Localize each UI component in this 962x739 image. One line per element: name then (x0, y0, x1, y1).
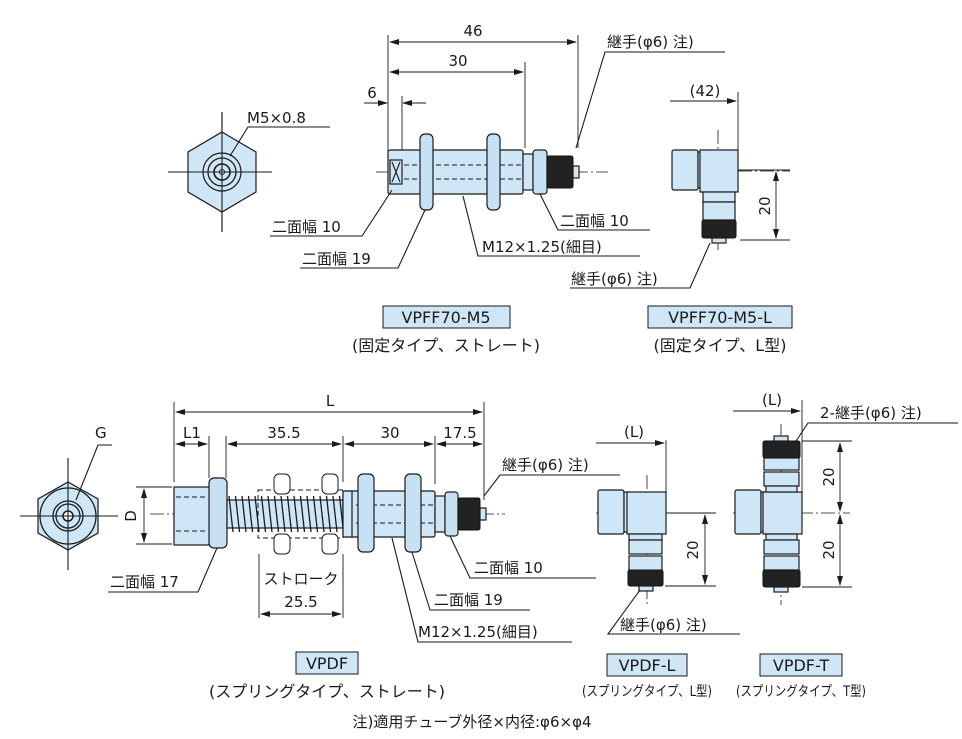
callout-hex19: 二面幅 19 (302, 250, 371, 268)
callout-m12-vpdf: M12×1.25(細目) (418, 623, 538, 641)
label-g: G (95, 424, 107, 442)
leader-m5 (229, 126, 330, 157)
callout-hex10-right: 二面幅 10 (560, 212, 629, 230)
dim-6: 6 (367, 84, 377, 102)
dim-20-vpdf-t-top: 20 (820, 467, 838, 486)
vpff70-m5-l-drawing (570, 92, 790, 289)
callout-fitting-vpdf-l: 継手(φ6) 注) (620, 616, 707, 634)
model-badge-vpdf-t (759, 653, 843, 677)
leader-hex10-vpdf (449, 535, 596, 579)
vpdf-l-drawing (596, 440, 740, 635)
vpff70-m5-drawing (270, 35, 725, 269)
dim-35-5: 35.5 (267, 424, 300, 442)
leader-g (75, 444, 112, 501)
dim-l-vpdf-t: (L) (762, 391, 782, 409)
desc-vpdf: (スプリングタイプ、ストレート) (209, 682, 445, 701)
leader-hex17 (108, 547, 218, 593)
model-badge-vpff70-m5-l (647, 305, 793, 329)
vpdf-t-drawing (733, 400, 958, 605)
dim-30-vpdf: 30 (380, 424, 399, 442)
leader-fitting-vpdf-t (795, 422, 958, 442)
model-badge-vpff70-m5 (382, 305, 511, 329)
desc-vpff70-m5: (固定タイプ、ストレート) (352, 336, 540, 355)
dim-30: 30 (448, 52, 467, 70)
dim-stroke-25-5: 25.5 (284, 593, 317, 611)
model-vpdf-t: VPDF-T (773, 656, 829, 675)
leader-hex10-right (539, 193, 650, 231)
dim-20-vpdf-l: 20 (684, 540, 702, 559)
dim-17-5: 17.5 (443, 424, 476, 442)
vpdf-drawing (108, 402, 620, 643)
callout-fitting-vpdf: 継手(φ6) 注) (502, 456, 589, 474)
leader-fitting-l (570, 242, 711, 289)
dim-l-vpdf-l: (L) (624, 423, 644, 441)
model-badge-vpdf-l (606, 653, 688, 677)
callout-m12-thread: M12×1.25(細目) (482, 238, 602, 256)
end-view-hex-bottom (20, 444, 118, 570)
model-vpdf-l: VPDF-L (619, 656, 676, 675)
leader-fitting (575, 51, 725, 149)
dim-20-vpdf-t-bottom: 20 (820, 540, 838, 559)
label-m5-thread: M5×0.8 (247, 109, 306, 127)
dim-20-l: 20 (756, 196, 774, 215)
end-view-hex-top (168, 112, 330, 232)
callout-hex10-left: 二面幅 10 (272, 218, 341, 236)
callout-hex19-vpdf: 二面幅 19 (434, 591, 503, 609)
model-vpff70-m5-l: VPFF70-M5-L (668, 308, 772, 327)
dim-l1: L1 (183, 424, 201, 442)
desc-vpff70-m5-l: (固定タイプ、L型) (654, 336, 787, 355)
leader-fitting-vpdf (483, 474, 620, 497)
callout-fitting-top: 継手(φ6) 注) (607, 33, 694, 51)
spring-coils (228, 495, 345, 533)
leader-hex10-left (270, 189, 393, 237)
leader-m12 (462, 195, 640, 257)
dim-42: (42) (690, 82, 721, 100)
model-vpff70-m5: VPFF70-M5 (401, 308, 490, 327)
model-badge-vpdf (295, 651, 359, 675)
leader-fitting-vpdf-l (606, 589, 740, 635)
callout-hex10-vpdf: 二面幅 10 (474, 559, 543, 577)
desc-vpdf-t: (スプリングタイプ、T型) (736, 684, 866, 700)
dim-l: L (326, 392, 335, 410)
dim-d: D (122, 510, 140, 522)
stroke-label: ストローク (263, 570, 338, 588)
leader-hex19-vpdf (411, 551, 530, 611)
callout-hex17: 二面幅 17 (110, 573, 179, 591)
callout-fitting-l: 継手(φ6) 注) (571, 270, 658, 288)
leader-hex19 (300, 209, 426, 269)
leader-m12-vpdf (391, 537, 572, 643)
dim-46: 46 (463, 22, 482, 40)
desc-vpdf-l: (スプリングタイプ、L型) (582, 684, 712, 700)
footnote: 注)適用チューブ外径×内径:φ6×φ4 (352, 713, 591, 731)
model-vpdf: VPDF (306, 654, 348, 673)
callout-fitting-vpdf-t: 2-継手(φ6) 注) (820, 404, 922, 422)
